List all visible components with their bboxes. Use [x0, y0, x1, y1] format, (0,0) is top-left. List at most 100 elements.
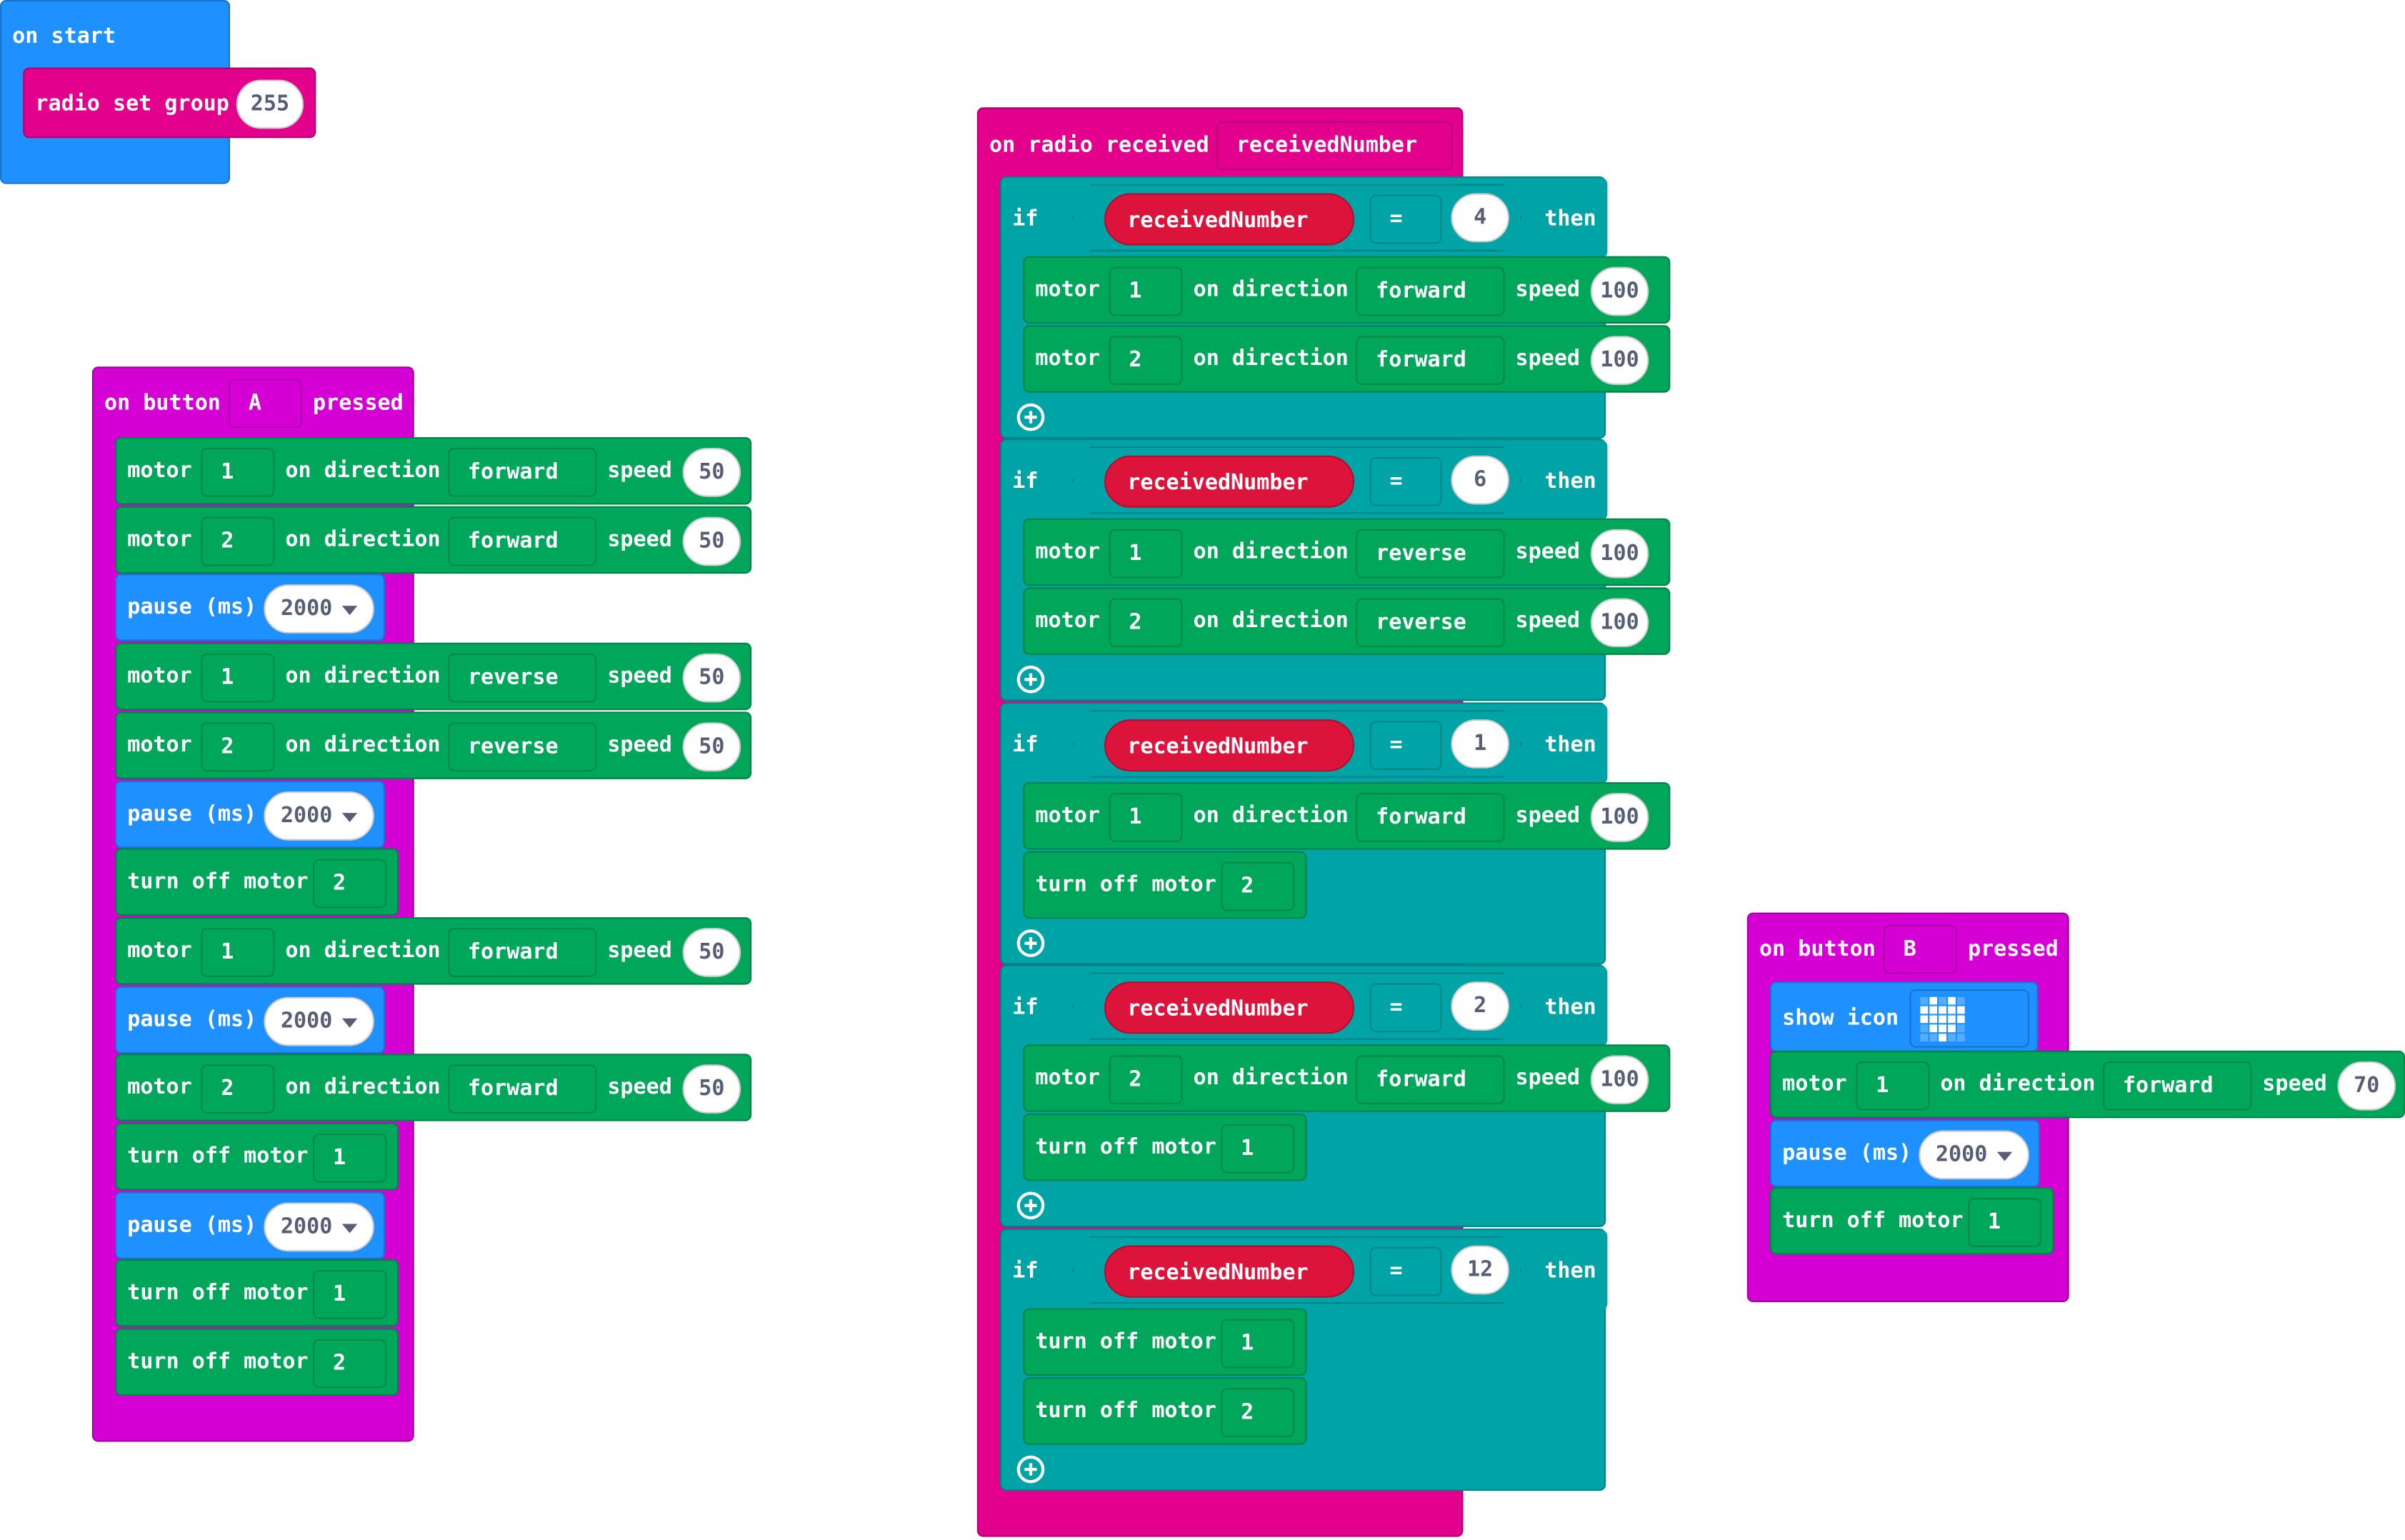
compare-value-input[interactable]: 12 — [1451, 1245, 1509, 1295]
speed-input[interactable]: 50 — [682, 516, 741, 566]
operator-dropdown[interactable]: = — [1369, 721, 1442, 770]
pause-duration-dropdown[interactable]: 2000 — [1919, 1130, 2029, 1180]
radio-group-input[interactable]: 255 — [236, 79, 304, 129]
pause-block[interactable]: pause (ms)2000 — [115, 574, 385, 642]
direction-dropdown[interactable]: forward — [1356, 266, 1505, 316]
speed-input[interactable]: 100 — [1590, 336, 1649, 385]
motor-number-dropdown[interactable]: 2 — [201, 516, 275, 566]
motor-number-dropdown[interactable]: 1 — [1109, 266, 1183, 316]
motor-number-dropdown[interactable]: 1 — [313, 1133, 387, 1183]
motor-number-dropdown[interactable]: 2 — [313, 859, 387, 909]
motor-number-dropdown[interactable]: 2 — [313, 1339, 387, 1389]
button-dropdown[interactable]: A — [228, 379, 303, 429]
direction-dropdown[interactable]: forward — [1356, 336, 1505, 385]
add-else-icon[interactable] — [1016, 1191, 1045, 1220]
received-number-param[interactable]: receivedNumber — [1216, 121, 1453, 171]
button-dropdown[interactable]: B — [1883, 924, 1957, 974]
pause-block[interactable]: pause (ms)2000 — [115, 779, 385, 848]
motor-number-dropdown[interactable]: 1 — [201, 448, 275, 497]
operator-dropdown[interactable]: = — [1369, 194, 1442, 244]
motor-number-dropdown[interactable]: 2 — [201, 1064, 275, 1114]
motor-number-dropdown[interactable]: 2 — [1221, 861, 1295, 911]
operator-dropdown[interactable]: = — [1369, 456, 1442, 506]
pause-duration-dropdown[interactable]: 2000 — [264, 1201, 374, 1251]
operator-dropdown[interactable]: = — [1369, 983, 1442, 1033]
speed-input[interactable]: 50 — [682, 721, 741, 771]
direction-dropdown[interactable]: forward — [1356, 1055, 1505, 1105]
received-number-variable[interactable]: receivedNumber — [1104, 981, 1355, 1034]
condition-compare[interactable]: receivedNumber=6 — [1071, 446, 1522, 514]
motor-number-dropdown[interactable]: 1 — [1856, 1061, 1930, 1111]
condition-compare[interactable]: receivedNumber =2 — [1071, 972, 1522, 1040]
direction-dropdown[interactable]: reverse — [448, 653, 597, 703]
direction-dropdown[interactable]: forward — [448, 516, 597, 566]
motor-number-dropdown[interactable]: 2 — [1109, 1055, 1183, 1105]
compare-value-input[interactable]: 4 — [1451, 193, 1509, 243]
add-else-icon[interactable] — [1016, 929, 1045, 957]
compare-value-input[interactable]: 1 — [1451, 719, 1509, 769]
motor-number-dropdown[interactable]: 2 — [1221, 1388, 1295, 1438]
speed-input[interactable]: 100 — [1590, 266, 1649, 316]
add-else-icon[interactable] — [1016, 403, 1045, 431]
speed-input[interactable]: 100 — [1590, 598, 1649, 648]
motor-number-dropdown[interactable]: 1 — [1109, 529, 1183, 579]
pause-block[interactable]: pause (ms)2000 — [1769, 1119, 2040, 1188]
speed-input[interactable]: 100 — [1590, 529, 1649, 579]
motor-number-dropdown[interactable]: 2 — [1109, 336, 1183, 385]
compare-value-input[interactable]: 2 — [1451, 981, 1509, 1031]
operator-dropdown[interactable]: = — [1369, 1246, 1442, 1296]
received-number-variable[interactable]: receivedNumber — [1104, 719, 1355, 772]
direction-dropdown[interactable]: forward — [2102, 1061, 2252, 1111]
direction-dropdown[interactable]: forward — [448, 448, 597, 497]
motor-number-dropdown[interactable]: 1 — [1109, 793, 1183, 842]
received-number-variable[interactable]: receivedNumber — [1104, 1245, 1355, 1298]
show-icon-block[interactable]: show icon — [1769, 981, 2039, 1053]
speed-input[interactable]: 50 — [682, 653, 741, 703]
condition-compare[interactable]: receivedNumber =12 — [1071, 1236, 1522, 1304]
speed-input[interactable]: 100 — [1590, 1055, 1649, 1105]
direction-dropdown[interactable]: reverse — [1356, 529, 1505, 579]
direction-dropdown[interactable]: forward — [448, 1064, 597, 1114]
motor-number-dropdown[interactable]: 1 — [201, 653, 275, 703]
icon-picker[interactable] — [1909, 989, 2029, 1048]
pause-duration-dropdown[interactable]: 2000 — [264, 996, 374, 1046]
pause-duration-dropdown[interactable]: 2000 — [264, 790, 374, 840]
direction-dropdown[interactable]: forward — [448, 927, 597, 977]
condition-compare[interactable]: receivedNumber =4 — [1071, 184, 1522, 252]
speed-input[interactable]: 70 — [2337, 1061, 2396, 1111]
pause-duration-dropdown[interactable]: 2000 — [264, 584, 374, 634]
pause-block[interactable]: pause (ms)2000 — [115, 1191, 385, 1259]
received-number-variable[interactable]: receivedNumber — [1104, 193, 1355, 246]
speed-input[interactable]: 50 — [682, 1064, 741, 1114]
received-number-variable[interactable]: receivedNumber — [1104, 455, 1355, 508]
direction-dropdown[interactable]: reverse — [448, 721, 597, 771]
pause-block[interactable]: pause (ms)2000 — [115, 985, 385, 1054]
add-else-icon[interactable] — [1016, 1455, 1045, 1484]
direction-dropdown[interactable]: reverse — [1356, 598, 1505, 648]
motor-number-dropdown[interactable]: 1 — [201, 927, 275, 977]
speed-input[interactable]: 50 — [682, 927, 741, 977]
motor-number-dropdown[interactable]: 1 — [1967, 1198, 2042, 1247]
motor-number-dropdown[interactable]: 1 — [1221, 1319, 1295, 1369]
